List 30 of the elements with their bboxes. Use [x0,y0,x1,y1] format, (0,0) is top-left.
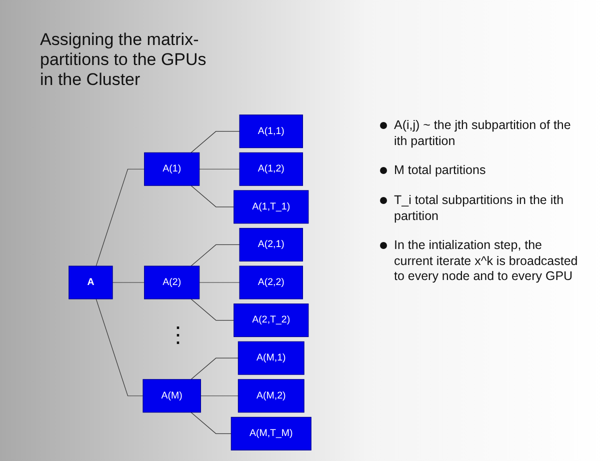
node-box: A(1,1) [239,114,303,148]
node-box: A(2,2) [239,266,303,300]
bullet-note: T_i total subpartitions in the ith partition [394,192,564,222]
node-box: A(1) [144,152,200,186]
diagram-title: Assigning the matrix- partitions to the GPUs in the Cluster [40,30,208,90]
node-box: A [68,266,113,300]
connector [190,185,234,208]
ellipsis: ⋮ [167,322,189,348]
node-box: A(M) [142,379,201,413]
bullet-note: M total partitions [394,163,486,178]
connector [190,298,234,321]
node-box: A(2,1) [239,228,303,262]
connector [199,282,240,283]
bullet-note: A(i,j) ~ the jth subpartition of the ith partition [394,118,571,148]
node-box: A(1,T_1) [234,190,309,224]
node-box: A(M,2) [238,379,304,413]
connector [96,168,145,266]
node-box: A(M,1) [238,341,304,375]
connector [190,131,240,153]
node-box: A(2) [144,266,200,300]
node-box: A(1,2) [239,152,303,186]
connector [199,168,240,170]
connector [190,244,240,266]
bullet-note: In the intialization step, the current iterate x^k is broadcasted to every node and to every GPU [394,238,578,284]
node-box: A(M,T_M) [230,416,312,450]
connector [96,298,144,396]
connector [190,358,239,380]
connector [190,412,232,434]
connector [112,282,145,283]
node-box: A(2,T_2) [234,304,309,338]
